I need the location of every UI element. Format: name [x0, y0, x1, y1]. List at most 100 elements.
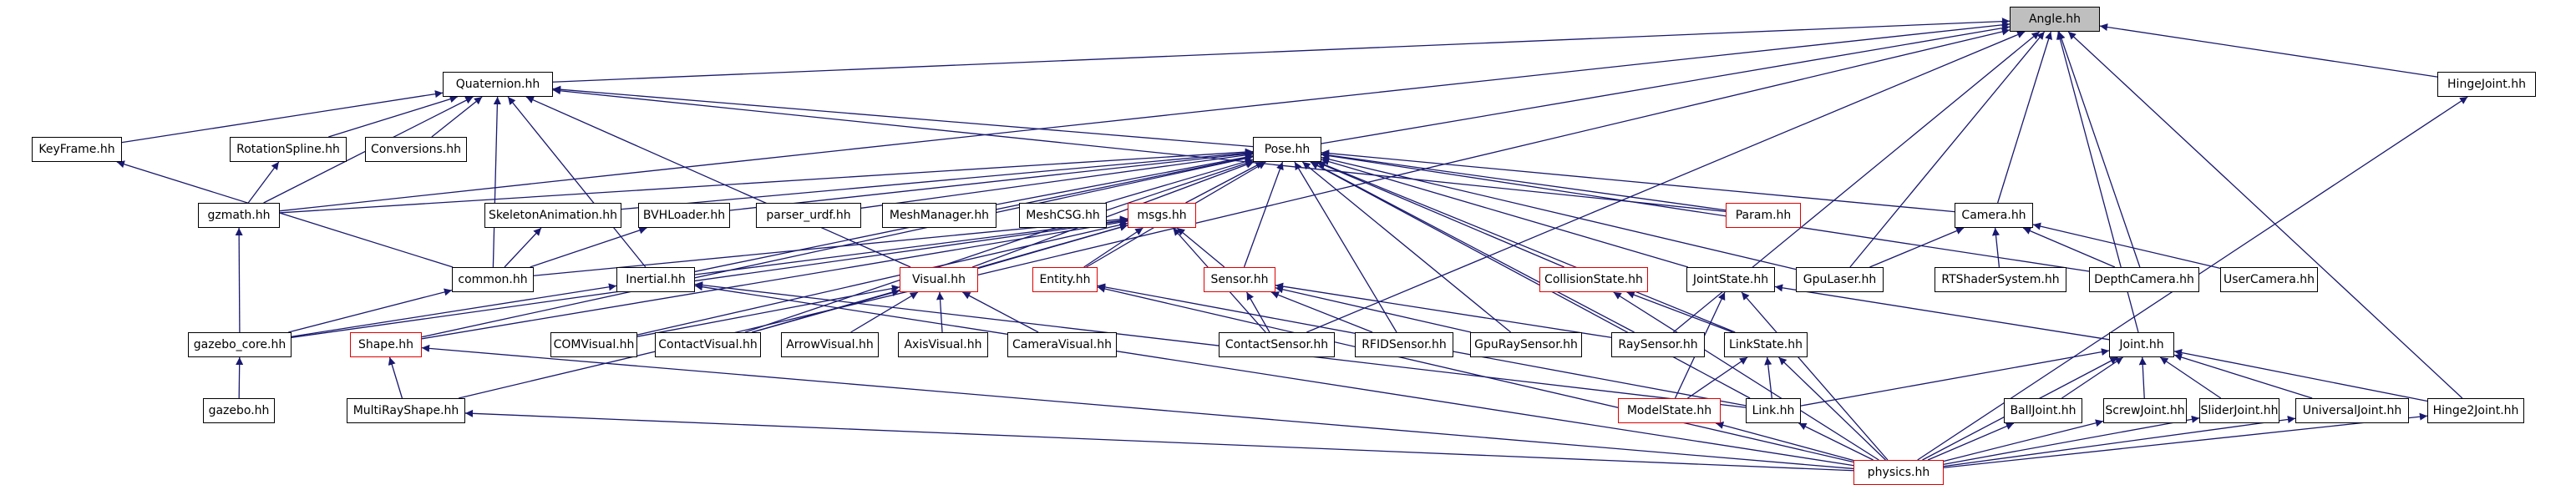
node-gpuraysensor[interactable]: GpuRaySensor.hh	[1470, 332, 1582, 357]
node-shape[interactable]: Shape.hh	[350, 332, 422, 357]
node-universaljoint[interactable]: UniversalJoint.hh	[2295, 398, 2409, 423]
node-arrowvisual[interactable]: ArrowVisual.hh	[781, 332, 879, 357]
edge-rtshadersystem-to-camera	[1991, 227, 2000, 268]
edge-arrowvisual-to-visual	[850, 291, 919, 333]
edge-common-to-skeletonanimation	[504, 227, 542, 268]
node-multirayshape[interactable]: MultiRayShape.hh	[347, 398, 465, 423]
node-usercamera[interactable]: UserCamera.hh	[2220, 267, 2318, 292]
node-parserurdf[interactable]: parser_urdf.hh	[756, 203, 861, 228]
edge-skeletonanimation-to-pose	[621, 149, 1254, 210]
node-common[interactable]: common.hh	[452, 267, 534, 292]
node-link[interactable]: Link.hh	[1746, 398, 1801, 423]
edge-multirayshape-to-shape	[388, 356, 403, 399]
node-modelstate[interactable]: ModelState.hh	[1618, 398, 1721, 423]
node-contactvisual[interactable]: ContactVisual.hh	[655, 332, 761, 357]
edge-inertial-to-msgs	[694, 216, 1128, 275]
edge-camera-to-pose	[1321, 149, 1955, 213]
node-balljoint[interactable]: BallJoint.hh	[2004, 398, 2082, 423]
edge-inertial-to-quaternion	[507, 96, 647, 268]
edge-link-to-linkstate	[1764, 356, 1772, 399]
edge-physics-to-linkstate	[1778, 356, 1886, 461]
edge-physics-to-multirayshape	[464, 409, 1854, 472]
node-sensor[interactable]: Sensor.hh	[1204, 267, 1275, 292]
edge-universaljoint-to-joint	[2173, 353, 2313, 399]
edge-collisionstate-to-pose	[1316, 161, 1564, 268]
node-hingejoint[interactable]: HingeJoint.hh	[2437, 72, 2536, 97]
node-depthcamera[interactable]: DepthCamera.hh	[2089, 267, 2199, 292]
node-skeletonanimation[interactable]: SkeletonAnimation.hh	[484, 203, 621, 228]
edge-param-to-pose	[1321, 151, 1727, 211]
node-gazebo[interactable]: gazebo.hh	[203, 398, 275, 423]
edge-linkstate-to-collisionstate	[1626, 290, 1733, 333]
edge-visual-to-pose	[971, 160, 1255, 268]
edge-gpulaser-to-camera	[1869, 227, 1965, 268]
node-pose[interactable]: Pose.hh	[1253, 137, 1321, 162]
node-hinge2joint[interactable]: Hinge2Joint.hh	[2427, 398, 2524, 423]
node-raysensor[interactable]: RaySensor.hh	[1611, 332, 1705, 357]
node-linkstate[interactable]: LinkState.hh	[1724, 332, 1808, 357]
edge-physics-to-modelstate	[1715, 421, 1854, 462]
node-collisionstate[interactable]: CollisionState.hh	[1539, 267, 1648, 292]
edge-balljoint-to-joint	[2061, 356, 2123, 399]
edge-bvhloader-to-pose	[729, 149, 1254, 211]
node-meshcsg[interactable]: MeshCSG.hh	[1019, 203, 1107, 228]
node-keyframe[interactable]: KeyFrame.hh	[32, 137, 122, 162]
edge-conversions-to-quaternion	[431, 96, 483, 138]
node-comvisual[interactable]: COMVisual.hh	[550, 332, 637, 357]
node-screwjoint[interactable]: ScrewJoint.hh	[2103, 398, 2187, 423]
edge-physics-to-universaljoint	[1943, 415, 2296, 467]
node-axisvisual[interactable]: AxisVisual.hh	[898, 332, 988, 357]
node-sliderjoint[interactable]: SliderJoint.hh	[2199, 398, 2279, 423]
node-rotationspline[interactable]: RotationSpline.hh	[230, 137, 347, 162]
edge-physics-to-balljoint	[1927, 422, 2015, 461]
node-visual[interactable]: Visual.hh	[900, 267, 978, 292]
edge-entity-to-msgs	[1083, 227, 1143, 268]
edge-physics-to-shape	[421, 344, 1854, 470]
edge-depthcamera-to-angle	[2057, 31, 2141, 268]
edge-screwjoint-to-joint	[2138, 356, 2147, 399]
edge-shape-to-msgs	[421, 218, 1128, 340]
node-contactsensor[interactable]: ContactSensor.hh	[1219, 332, 1335, 357]
edge-axisvisual-to-visual	[936, 291, 945, 333]
node-gzmath[interactable]: gzmath.hh	[198, 203, 280, 228]
node-angle[interactable]: Angle.hh	[2010, 7, 2100, 32]
node-msgs[interactable]: msgs.hh	[1128, 203, 1196, 228]
edge-gazebocore-to-gzmath	[235, 227, 243, 333]
edge-visual-to-quaternion	[525, 96, 911, 268]
edge-gpulaser-to-angle	[1849, 31, 2046, 268]
edge-contactsensor-to-sensor	[1245, 291, 1270, 333]
node-gazebocore[interactable]: gazebo_core.hh	[188, 332, 292, 357]
edge-sliderjoint-to-joint	[2159, 356, 2222, 399]
edge-gpuraysensor-to-pose	[1301, 161, 1512, 333]
node-gpulaser[interactable]: GpuLaser.hh	[1796, 267, 1884, 292]
edge-common-to-msgs	[533, 215, 1128, 276]
edge-gazebocore-to-msgs	[291, 217, 1128, 338]
node-physics[interactable]: physics.hh	[1853, 460, 1944, 485]
edge-hinge2joint-to-joint	[2173, 349, 2428, 402]
node-conversions[interactable]: Conversions.hh	[365, 137, 467, 162]
node-jointstate[interactable]: JointState.hh	[1686, 267, 1775, 292]
node-camera[interactable]: Camera.hh	[1955, 203, 2033, 228]
edge-rfidsensor-to-pose	[1294, 161, 1397, 333]
node-rtshadersystem[interactable]: RTShaderSystem.hh	[1935, 267, 2066, 292]
edge-hinge2joint-to-angle	[2067, 31, 2463, 399]
node-meshmanager[interactable]: MeshManager.hh	[882, 203, 996, 228]
node-joint[interactable]: Joint.hh	[2109, 332, 2174, 357]
node-rfidsensor[interactable]: RFIDSensor.hh	[1355, 332, 1453, 357]
edge-gazebo-to-gazebocore	[236, 356, 244, 399]
edge-gazebocore-to-common	[288, 288, 453, 333]
edge-gpulaser-to-pose	[1321, 155, 1797, 270]
edge-physics-to-link	[1798, 422, 1874, 461]
edge-gzmath-to-rotationspline	[247, 161, 280, 204]
node-bvhloader[interactable]: BVHLoader.hh	[638, 203, 730, 228]
edge-physics-to-sliderjoint	[1943, 415, 2200, 465]
node-inertial[interactable]: Inertial.hh	[616, 267, 695, 292]
node-entity[interactable]: Entity.hh	[1032, 267, 1098, 292]
node-param[interactable]: Param.hh	[1726, 203, 1801, 228]
edge-modelstate-to-linkstate	[1687, 356, 1748, 399]
edge-physics-to-entity	[1097, 285, 1854, 463]
node-cameravisual[interactable]: CameraVisual.hh	[1007, 332, 1117, 357]
edge-physics-to-inertial	[694, 283, 1854, 467]
node-quaternion[interactable]: Quaternion.hh	[443, 72, 553, 97]
